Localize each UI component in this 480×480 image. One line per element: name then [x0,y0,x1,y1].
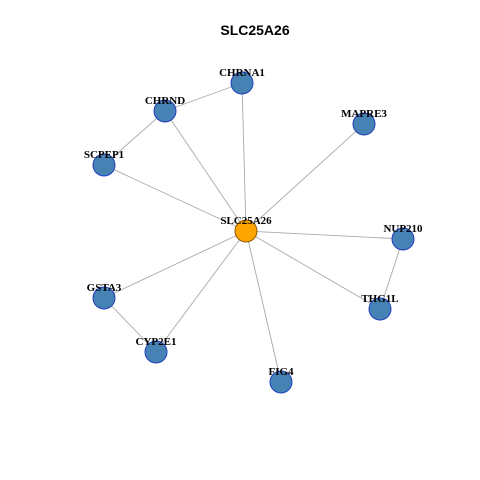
graph-title: SLC25A26 [220,22,289,38]
node-label-gsta3: GSTA3 [87,282,122,294]
node-circle-mapre3[interactable] [352,112,376,136]
edge-slc25a26-cyp2e1 [155,230,247,353]
edge-chrnd-scpep1 [103,110,166,166]
node-circle-gsta3[interactable] [92,286,116,310]
node-slc25a26[interactable]: SLC25A26 [220,215,272,243]
edge-slc25a26-chrnd [164,110,247,232]
node-scpep1[interactable]: SCPEP1 [84,149,124,177]
node-gsta3[interactable]: GSTA3 [87,282,122,310]
node-nup210[interactable]: NUP210 [383,223,423,251]
node-circle-fig4[interactable] [269,370,293,394]
edge-slc25a26-thg1l [245,230,381,310]
node-fig4[interactable]: FIG4 [268,366,294,394]
node-circle-chrna1[interactable] [230,71,254,95]
edge-nup210-thg1l [379,238,404,310]
node-chrna1[interactable]: CHRNA1 [219,67,265,95]
node-label-chrnd: CHRND [145,95,185,107]
node-chrnd[interactable]: CHRND [145,95,185,123]
node-circle-scpep1[interactable] [92,153,116,177]
node-label-fig4: FIG4 [268,366,294,378]
edge-layer [103,82,404,383]
node-label-chrna1: CHRNA1 [219,67,265,79]
node-circle-cyp2e1[interactable] [144,340,168,364]
edge-slc25a26-scpep1 [103,164,247,232]
node-cyp2e1[interactable]: CYP2E1 [136,336,177,364]
edge-slc25a26-nup210 [245,230,404,240]
node-mapre3[interactable]: MAPRE3 [341,108,387,136]
edge-gsta3-cyp2e1 [103,297,157,353]
edge-slc25a26-mapre3 [245,123,365,232]
node-thg1l[interactable]: THG1L [361,293,399,321]
node-label-slc25a26: SLC25A26 [220,215,272,227]
node-label-cyp2e1: CYP2E1 [136,336,177,348]
node-label-nup210: NUP210 [383,223,423,235]
node-circle-thg1l[interactable] [368,297,392,321]
edge-slc25a26-chrna1 [241,82,247,232]
node-circle-nup210[interactable] [391,227,415,251]
edge-chrnd-chrna1 [164,82,243,112]
node-label-mapre3: MAPRE3 [341,108,387,120]
node-circle-slc25a26[interactable] [234,219,258,243]
node-label-scpep1: SCPEP1 [84,149,124,161]
edge-slc25a26-fig4 [245,230,282,383]
node-circle-chrnd[interactable] [153,99,177,123]
node-label-thg1l: THG1L [361,293,398,305]
edge-slc25a26-gsta3 [103,230,247,299]
